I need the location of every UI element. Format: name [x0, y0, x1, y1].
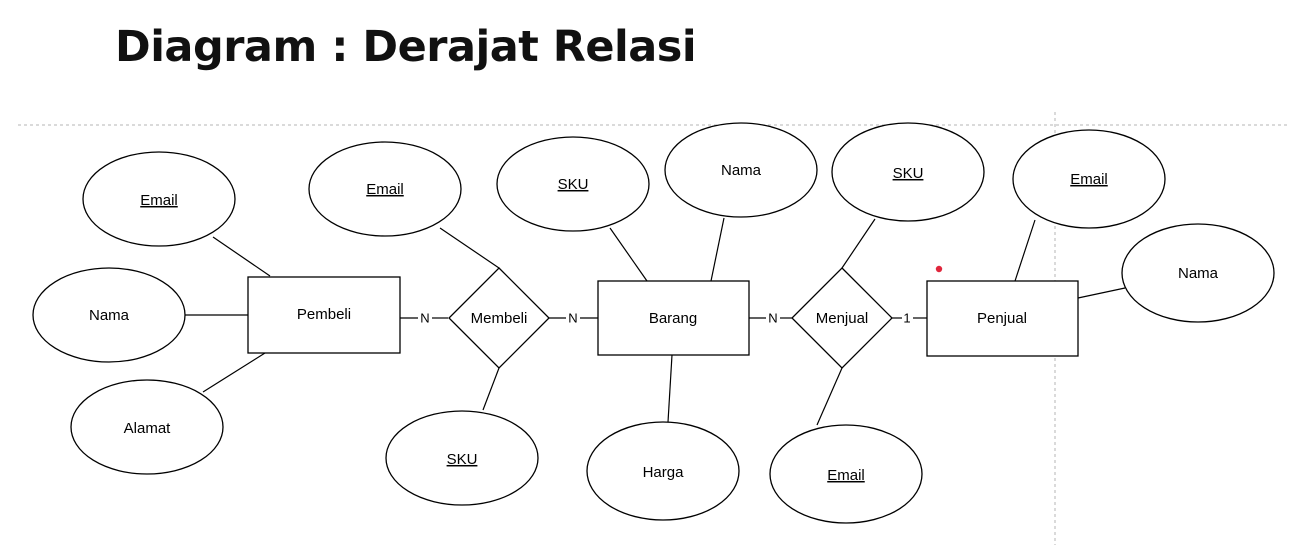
- attribute-barang-sku-label: SKU: [558, 176, 589, 193]
- attribute-menjual-email[interactable]: Email: [769, 424, 923, 524]
- attribute-menjual-sku[interactable]: SKU: [831, 122, 985, 222]
- attribute-pembeli-email[interactable]: Email: [82, 151, 236, 247]
- cardinality-menjual-penjual: 1: [903, 310, 910, 325]
- cardinality-pembeli-membeli: N: [420, 310, 429, 325]
- attribute-barang-harga[interactable]: Harga: [586, 421, 740, 521]
- attribute-menjual-email-label: Email: [827, 467, 865, 484]
- attribute-penjual-email[interactable]: Email: [1012, 129, 1166, 229]
- cardinality-membeli-barang: N: [568, 310, 577, 325]
- entity-barang[interactable]: Barang: [597, 280, 750, 356]
- attribute-penjual-nama-label: Nama: [1178, 265, 1219, 282]
- attribute-pembeli-alamat[interactable]: Alamat: [70, 379, 224, 475]
- attribute-menjual-sku-label: SKU: [893, 165, 924, 182]
- cardinality-barang-menjual: N: [768, 310, 777, 325]
- attribute-barang-nama[interactable]: Nama: [664, 122, 818, 218]
- attribute-membeli-sku-label: SKU: [447, 451, 478, 468]
- relationship-membeli-label: Membeli: [471, 310, 528, 327]
- attribute-penjual-nama[interactable]: Nama: [1121, 223, 1275, 323]
- entity-penjual-label: Penjual: [977, 310, 1027, 327]
- relationship-menjual-label: Menjual: [816, 310, 869, 327]
- attribute-pembeli-nama[interactable]: Nama: [32, 267, 186, 363]
- attribute-pembeli-email-label: Email: [140, 192, 178, 209]
- entity-barang-label: Barang: [649, 310, 697, 327]
- attribute-barang-harga-label: Harga: [643, 464, 685, 481]
- relationship-menjual[interactable]: Menjual: [791, 267, 893, 369]
- attribute-barang-sku[interactable]: SKU: [496, 136, 650, 232]
- attribute-membeli-email[interactable]: Email: [308, 141, 462, 237]
- relationship-membeli[interactable]: Membeli: [448, 267, 550, 369]
- attribute-pembeli-alamat-label: Alamat: [124, 420, 172, 437]
- connectors: [185, 217, 1126, 426]
- attribute-barang-nama-label: Nama: [721, 162, 762, 179]
- attribute-pembeli-nama-label: Nama: [89, 307, 130, 324]
- marker-dot: [935, 265, 943, 273]
- page-title: Diagram : Derajat Relasi: [115, 22, 697, 72]
- attribute-membeli-email-label: Email: [366, 181, 404, 198]
- attribute-penjual-email-label: Email: [1070, 171, 1108, 188]
- attribute-membeli-sku[interactable]: SKU: [385, 410, 539, 506]
- entity-penjual[interactable]: Penjual: [926, 280, 1079, 357]
- entity-pembeli[interactable]: Pembeli: [247, 276, 401, 354]
- entity-pembeli-label: Pembeli: [297, 306, 351, 323]
